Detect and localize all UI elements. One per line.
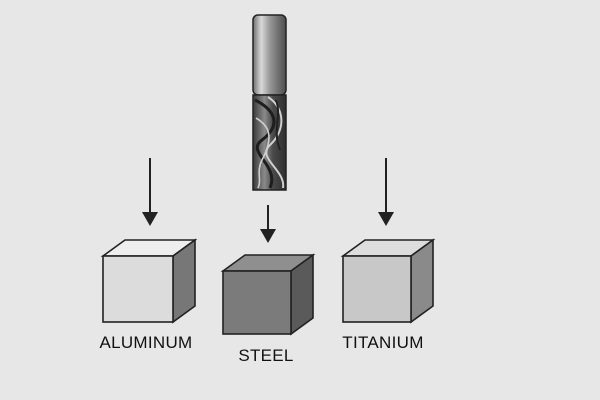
label-steel: STEEL [238, 346, 293, 365]
label-titanium: TITANIUM [342, 333, 423, 352]
cube-aluminum [100, 238, 198, 324]
cube-titanium [340, 238, 436, 324]
arrow-aluminum [142, 158, 158, 226]
label-aluminum: ALUMINUM [99, 333, 192, 352]
arrow-steel [260, 205, 276, 243]
arrow-titanium [378, 158, 394, 226]
cube-steel [220, 253, 316, 336]
end-mill-icon [252, 14, 287, 191]
